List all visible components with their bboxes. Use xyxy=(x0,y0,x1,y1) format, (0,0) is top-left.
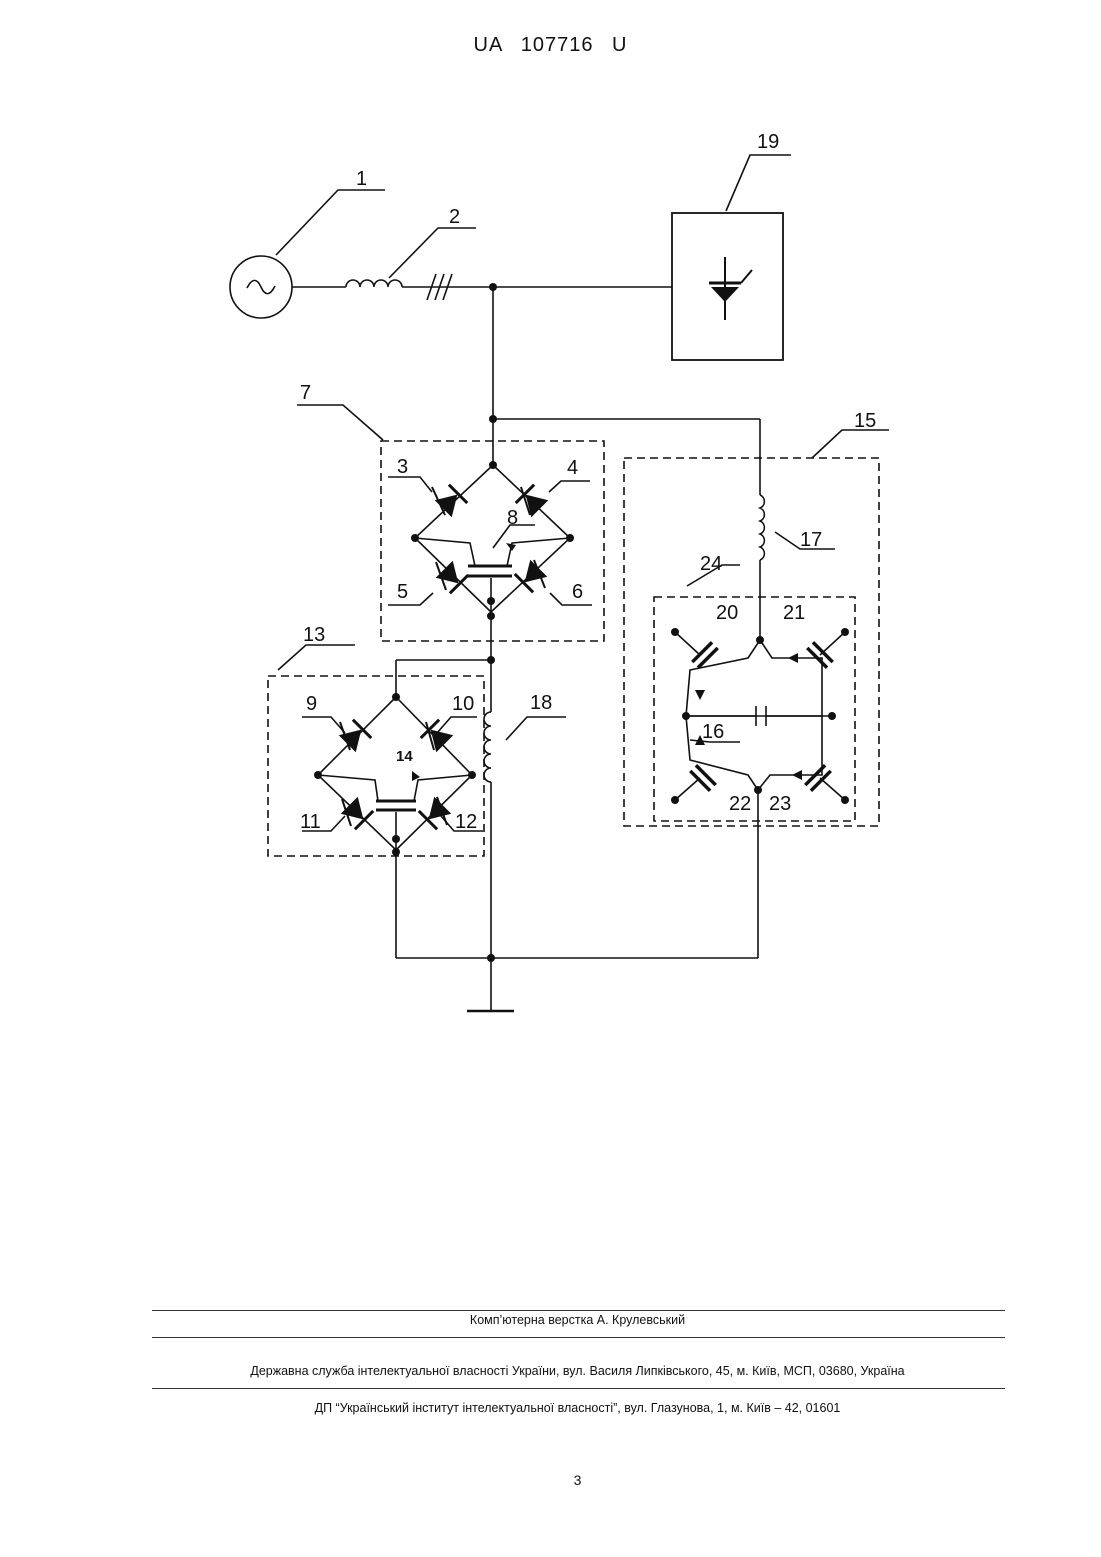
label-6: 6 xyxy=(572,581,583,603)
block-15-box xyxy=(624,458,879,826)
label-21: 21 xyxy=(783,602,805,624)
label-15: 15 xyxy=(854,410,876,432)
label-8: 8 xyxy=(507,507,518,529)
footer-rule-1 xyxy=(152,1310,1005,1311)
footer-agency: Державна служба інтелектуальної власност… xyxy=(0,1364,1101,1378)
thyristor-block-19 xyxy=(672,213,783,360)
label-17: 17 xyxy=(800,529,822,551)
label-10: 10 xyxy=(452,693,474,715)
label-24: 24 xyxy=(700,553,722,575)
capacitor-23 xyxy=(805,765,830,790)
label-2: 2 xyxy=(449,206,460,228)
block-24-box xyxy=(654,597,855,821)
label-3: 3 xyxy=(397,456,408,478)
label-22: 22 xyxy=(729,793,751,815)
inductor-17 xyxy=(760,495,764,560)
footer-rule-3 xyxy=(152,1388,1005,1389)
label-18: 18 xyxy=(530,692,552,714)
label-1: 1 xyxy=(356,168,367,190)
label-14: 14 xyxy=(396,748,413,765)
label-13: 13 xyxy=(303,624,325,646)
footer-institute: ДП “Український інститут інтелектуальної… xyxy=(0,1401,1101,1415)
label-23: 23 xyxy=(769,793,791,815)
capacitor-20 xyxy=(692,642,717,667)
label-11: 11 xyxy=(300,811,321,833)
footer-typesetting: Комп’ютерна верстка А. Крулевський xyxy=(0,1313,1101,1327)
circuit-diagram: 1 2 3 4 5 6 7 8 9 10 11 12 13 14 15 16 1… xyxy=(0,0,1101,1100)
label-19: 19 xyxy=(757,131,779,153)
label-5: 5 xyxy=(397,581,408,603)
diode-9 xyxy=(338,720,371,753)
capacitor-22 xyxy=(690,765,715,790)
label-4: 4 xyxy=(567,457,578,479)
thyristor-icon xyxy=(709,257,752,320)
label-12: 12 xyxy=(455,811,477,833)
label-9: 9 xyxy=(306,693,317,715)
label-16: 16 xyxy=(702,721,724,743)
page-number: 3 xyxy=(0,1472,1101,1488)
footer-rule-2 xyxy=(152,1337,1005,1338)
diode-10 xyxy=(421,720,454,753)
label-20: 20 xyxy=(716,602,738,624)
diode-5 xyxy=(435,560,468,593)
label-7: 7 xyxy=(300,382,311,404)
inductor-18 xyxy=(484,712,491,782)
inductor-2 xyxy=(346,280,402,287)
